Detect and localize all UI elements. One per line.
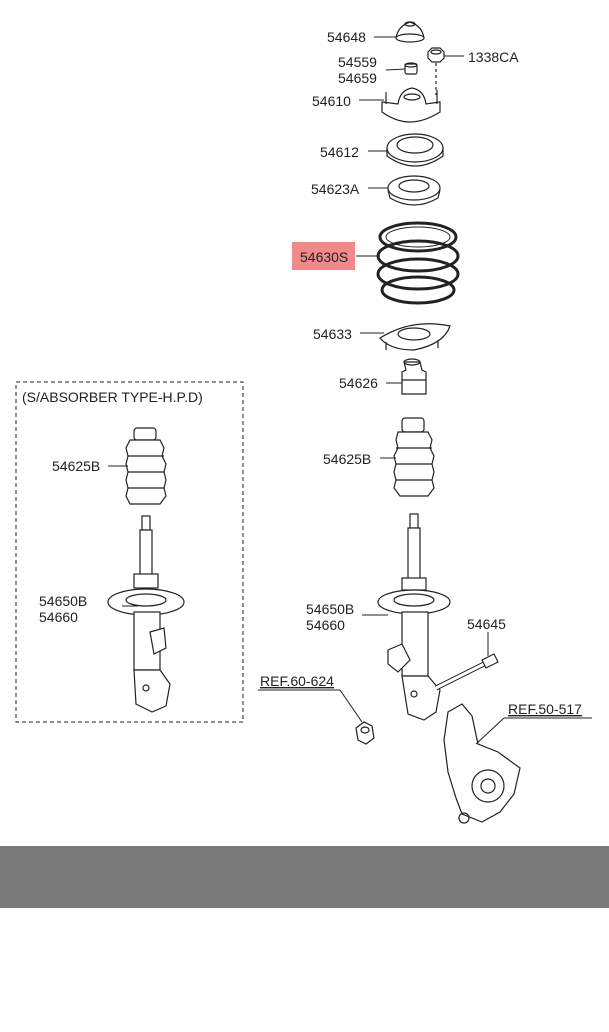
label-54612[interactable]: 54612 [320,144,359,160]
part-number-footer: HYUNDAI KIA - 546302S101 N - 54630S [0,846,609,1013]
label-54610[interactable]: 54610 [312,93,351,109]
part-54626-bumpstop [401,358,427,395]
part-54650B-strut [377,513,451,721]
label-54645[interactable]: 54645 [467,616,506,632]
ref-50-517-knuckle [443,703,521,824]
part-54648-cap [395,21,425,43]
part-1338CA-nut [427,47,445,95]
label-54630S[interactable]: 54630S [300,249,348,265]
absorber-type-box [15,381,244,723]
footer-diagram-number: N - 54630S [415,988,527,1013]
label-ref-50-517[interactable]: REF.50-517 [508,701,582,717]
label-54650B[interactable]: 54650B [306,601,354,617]
label-54625B[interactable]: 54625B [323,451,371,467]
footer-part-number: HYUNDAI KIA - 546302S101 [80,926,370,951]
label-1338CA[interactable]: 1338CA [468,49,519,65]
part-54610-mount [381,87,441,123]
label-54648[interactable]: 54648 [327,29,366,45]
label-54660[interactable]: 54660 [306,617,345,633]
label-ref-60-624[interactable]: REF.60-624 [260,673,334,689]
exploded-parts-diagram: 54648 54559 54659 1338CA 54610 54612 546… [15,21,592,824]
part-54645-bolt [434,653,499,691]
part-54559-nut [404,62,418,75]
part-54630S-spring [376,221,460,305]
label-54559[interactable]: 54559 [338,54,377,70]
label-box-54650B[interactable]: 54650B [39,593,87,609]
ref-60-624-nut [355,721,375,745]
leader-lines [108,36,592,745]
label-absorber-type: (S/ABSORBER TYPE-H.P.D) [22,389,203,405]
part-54625B-boot [393,417,435,497]
part-54623A-seat [387,175,441,206]
label-54659[interactable]: 54659 [338,70,377,86]
label-box-54660[interactable]: 54660 [39,609,78,625]
label-54623A[interactable]: 54623A [311,181,360,197]
highlight-54630S [292,242,355,270]
label-54626[interactable]: 54626 [339,375,378,391]
part-54633-pad [379,323,451,351]
box-part-54625B-boot [125,427,167,505]
label-box-54625B[interactable]: 54625B [52,458,100,474]
part-54612-bearing [386,133,444,167]
label-54633[interactable]: 54633 [313,326,352,342]
box-part-54650B-strut [107,515,185,713]
